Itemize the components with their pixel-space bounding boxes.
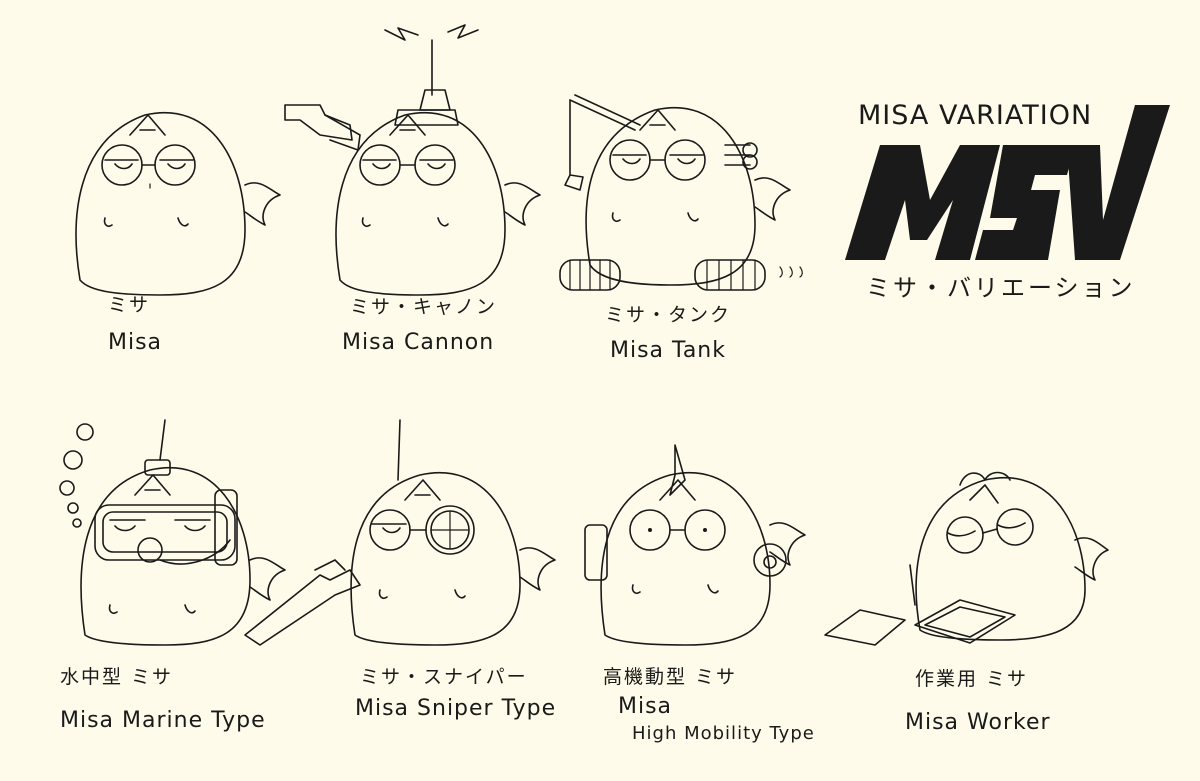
variant-jp-label: ミサ・キャノン <box>350 296 498 318</box>
logo-title: MISA VARIATION <box>858 100 1093 131</box>
variant-jp-label: ミサ・スナイパー <box>360 666 528 688</box>
variant-jp-label: ミサ・タンク <box>605 304 732 326</box>
variant-en-label: Misa <box>618 694 673 719</box>
misa-high-mobility-drawing <box>584 444 806 646</box>
variant-jp-label: ミサ <box>108 294 151 316</box>
variant-en-label: Misa <box>108 330 163 355</box>
misa-sniper-character <box>240 419 556 660</box>
variant-jp-label: 作業用 ミサ <box>915 668 1029 690</box>
variant-en-label: Misa Tank <box>610 338 726 363</box>
logo-subtitle: ミサ・バリエーション <box>866 274 1136 302</box>
misa-cannon-character: ミサ・キャノン <box>280 20 541 318</box>
variant-jp-label: 水中型 ミサ <box>60 666 174 688</box>
misa-character: ミサ <box>60 100 290 316</box>
msv-logo-mark <box>845 105 1170 260</box>
misa-cannon-drawing <box>284 24 541 296</box>
variant-en-label: Misa Cannon <box>342 330 495 355</box>
misa-worker-character <box>820 465 1110 655</box>
misa-marine-drawing <box>59 419 286 646</box>
misa-worker-drawing <box>824 471 1109 646</box>
misa-tank-drawing <box>559 94 803 291</box>
variant-en-label: Misa Sniper Type <box>355 696 557 721</box>
misa-high-mobility-character <box>575 440 806 660</box>
variant-en-sublabel: High Mobility Type <box>632 723 815 744</box>
variant-en-label: Misa Marine Type <box>60 708 266 733</box>
misa-sniper-drawing <box>244 419 556 646</box>
misa-marine-character <box>55 419 286 660</box>
misa-tank-character: ミサ・タンク <box>555 94 815 326</box>
misa-drawing <box>75 112 281 296</box>
variant-jp-label: 高機動型 ミサ <box>603 666 738 688</box>
variant-en-label: Misa Worker <box>905 710 1051 735</box>
